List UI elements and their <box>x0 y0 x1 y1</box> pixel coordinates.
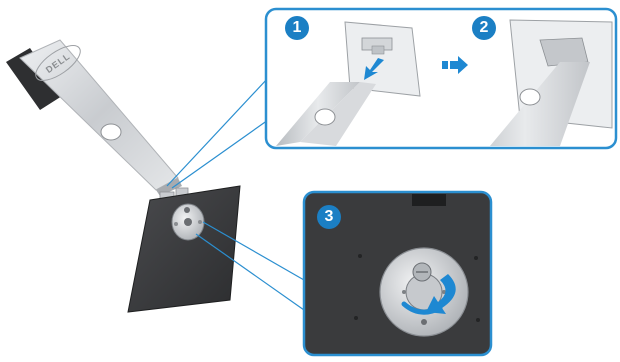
step-badge-3: 3 <box>317 205 341 229</box>
step-badge-2: 2 <box>472 16 496 40</box>
step-badge-1: 1 <box>285 16 309 40</box>
callout-panel-steps-1-2 <box>266 9 616 148</box>
stand-riser <box>6 39 182 196</box>
monitor-back-panel <box>128 186 240 312</box>
